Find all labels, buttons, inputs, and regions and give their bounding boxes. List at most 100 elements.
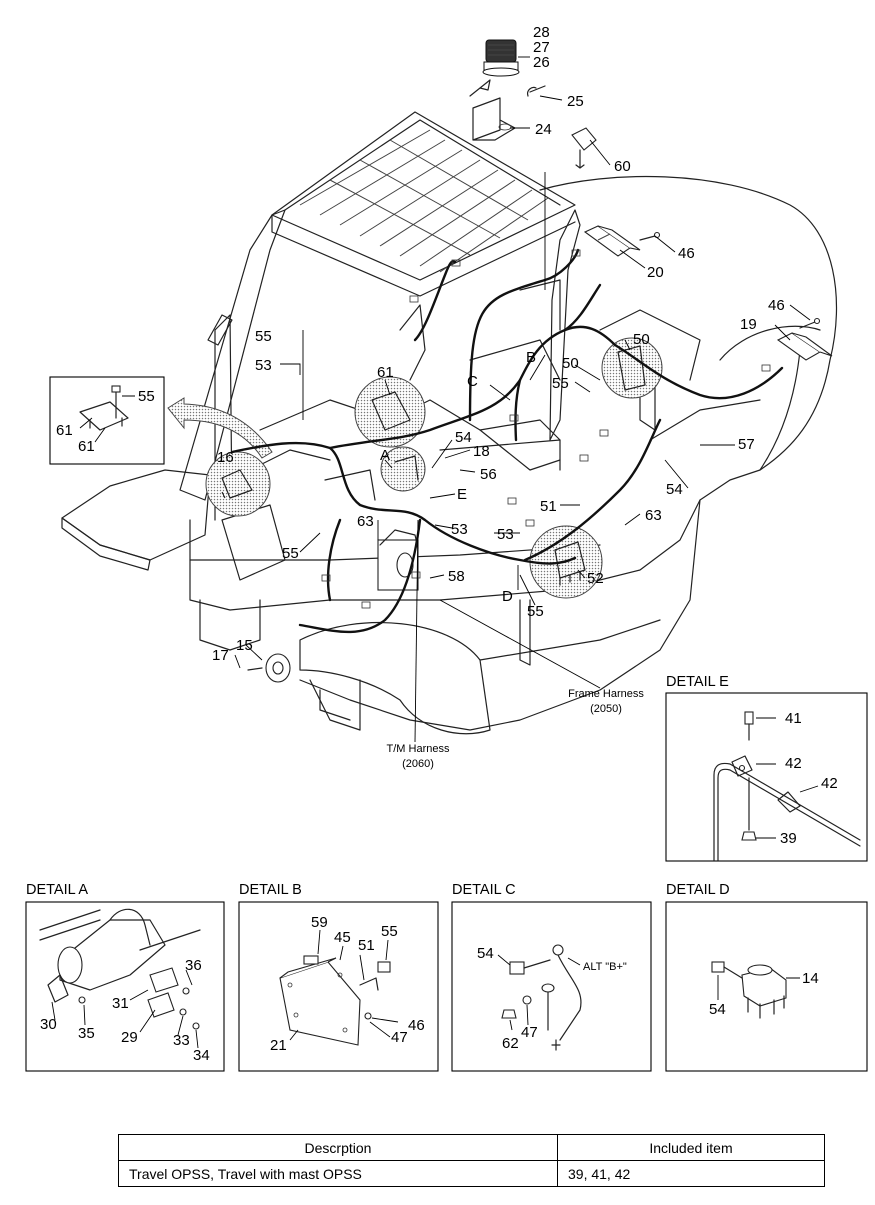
part-60 <box>571 127 597 151</box>
callout-50-left: B <box>526 349 536 366</box>
table-header-included-item: Included item <box>557 1134 825 1161</box>
frame-harness <box>230 441 577 565</box>
detail-e-panel: DETAIL E 41 42 42 39 <box>665 674 868 862</box>
callout-24: 24 <box>535 121 552 138</box>
callout-55-mid: C <box>467 373 478 390</box>
callout-27: 27 <box>533 39 550 56</box>
callout-54-mid: 55 <box>552 375 569 392</box>
table-row: Travel OPSS, Travel with mast OPSS 39, 4… <box>118 1160 825 1187</box>
detail-e-callout-41: 41 <box>785 710 802 727</box>
step-plate <box>61 469 211 561</box>
tm-harness-code: (2060) <box>402 758 434 770</box>
callout-53-top: 53 <box>255 357 272 374</box>
detail-c-alt-b-plus: ALT "B+" <box>583 961 627 973</box>
detail-a-callout-29: 29 <box>121 1029 138 1046</box>
detail-e-callout-42-upper: 42 <box>785 755 802 772</box>
included-items-table: Descrption Included item Travel OPSS, Tr… <box>118 1134 825 1187</box>
callout-55-right: 63 <box>645 507 662 524</box>
callout-58: 55 <box>282 545 299 562</box>
detail-b-callout-47: 47 <box>391 1029 408 1046</box>
table-header-row: Descrption Included item <box>118 1134 825 1161</box>
callout-55-lower: D <box>502 588 513 605</box>
callout-53-left: 63 <box>357 513 374 530</box>
callout-46-upper: 46 <box>678 245 695 262</box>
table-cell-description: Travel OPSS, Travel with mast OPSS <box>118 1160 558 1187</box>
forklift-frame-drawing: 28 27 26 25 24 60 46 20 46 19 55 53 61 B… <box>61 24 838 770</box>
detail-d-panel: DETAIL D 14 54 <box>665 882 868 1072</box>
callout-46-lower: 46 <box>768 297 785 314</box>
callout-25: 25 <box>567 93 584 110</box>
callout-18: 54 <box>455 429 472 446</box>
detail-b-callout-51: 51 <box>358 937 375 954</box>
callout-55-top: 55 <box>255 328 272 345</box>
callout-d: 52 <box>587 570 604 587</box>
overhead-guard-roof <box>271 111 576 281</box>
callout-52: 58 <box>448 568 465 585</box>
detail-circle-c <box>601 337 663 399</box>
callout-15: 55 <box>527 603 544 620</box>
detail-b-callout-46: 46 <box>408 1017 425 1034</box>
callout-51: E <box>457 486 467 503</box>
detail-circle-a <box>205 451 271 517</box>
detail-a-panel: DETAIL A 36 31 30 35 29 33 34 <box>25 882 225 1072</box>
detail-e-title: DETAIL E <box>666 674 729 690</box>
detail-b-callout-45: 45 <box>334 929 351 946</box>
detail-a-callout-30: 30 <box>40 1016 57 1033</box>
detail-a-callout-33: 33 <box>173 1032 190 1049</box>
inset-pointer-arrow <box>167 397 273 459</box>
callout-56: 18 <box>473 443 490 460</box>
table-header-description: Descrption <box>118 1134 558 1161</box>
detail-c-callout-54: 54 <box>477 945 494 962</box>
callout-55-bottom: 17 <box>212 647 229 664</box>
rear-cowl-outline <box>299 175 838 731</box>
detail-a-title: DETAIL A <box>26 882 88 898</box>
detail-e-callout-42-lower: 42 <box>821 775 838 792</box>
detail-a-callout-31: 31 <box>112 995 129 1012</box>
callout-c: 50 <box>633 331 650 348</box>
table-cell-included-item: 39, 41, 42 <box>557 1160 825 1187</box>
callout-50-right: 50 <box>562 355 579 372</box>
beacon-lamp <box>482 39 520 77</box>
front-fender-outline <box>299 621 491 735</box>
detail-b-callout-21: 21 <box>270 1037 287 1054</box>
callout-63-upper: 51 <box>540 498 557 515</box>
detail-c-title: DETAIL C <box>452 882 516 898</box>
callout-60: 60 <box>614 158 631 175</box>
detail-b-callout-59: 59 <box>311 914 328 931</box>
detail-e-callout-39: 39 <box>780 830 797 847</box>
callout-19: 19 <box>740 316 757 333</box>
frame-harness-code: (2050) <box>590 703 622 715</box>
detail-d-title: DETAIL D <box>666 882 730 898</box>
callout-16: 54 <box>666 481 683 498</box>
tm-harness-label: T/M Harness <box>387 743 450 755</box>
frame-harness-label: Frame Harness <box>568 688 644 700</box>
detail-c-callout-62: 62 <box>502 1035 519 1052</box>
detail-b-title: DETAIL B <box>239 882 302 898</box>
inset-callout-55: 55 <box>138 388 155 405</box>
detail-a-callout-35: 35 <box>78 1025 95 1042</box>
callout-28: 28 <box>533 24 550 41</box>
beacon-bracket <box>472 97 516 141</box>
callout-57: 56 <box>480 466 497 483</box>
callout-53-right: 53 <box>451 521 468 538</box>
detail-b-callout-55: 55 <box>381 923 398 940</box>
callout-b: 61 <box>377 364 394 381</box>
callout-26: 26 <box>533 54 550 71</box>
inset-callout-61-lower: 61 <box>78 438 95 455</box>
detail-circle-b <box>354 376 426 448</box>
callout-a: 16 <box>217 449 234 466</box>
detail-d-callout-54: 54 <box>709 1001 726 1018</box>
tm-harness <box>298 518 422 634</box>
callout-e: A <box>380 447 390 464</box>
callout-20: 20 <box>647 264 664 281</box>
callout-54-right: 57 <box>738 436 755 453</box>
overhead-guard-post-right <box>549 209 581 441</box>
detail-a-callout-36: 36 <box>185 957 202 974</box>
callout-17: 15 <box>236 637 253 654</box>
detail-b-panel: DETAIL B 59 45 51 55 46 47 21 <box>238 882 439 1072</box>
bracket-inset: 55 61 61 <box>49 376 165 465</box>
detail-a-callout-34: 34 <box>193 1047 210 1064</box>
detail-c-callout-47: 47 <box>521 1024 538 1041</box>
